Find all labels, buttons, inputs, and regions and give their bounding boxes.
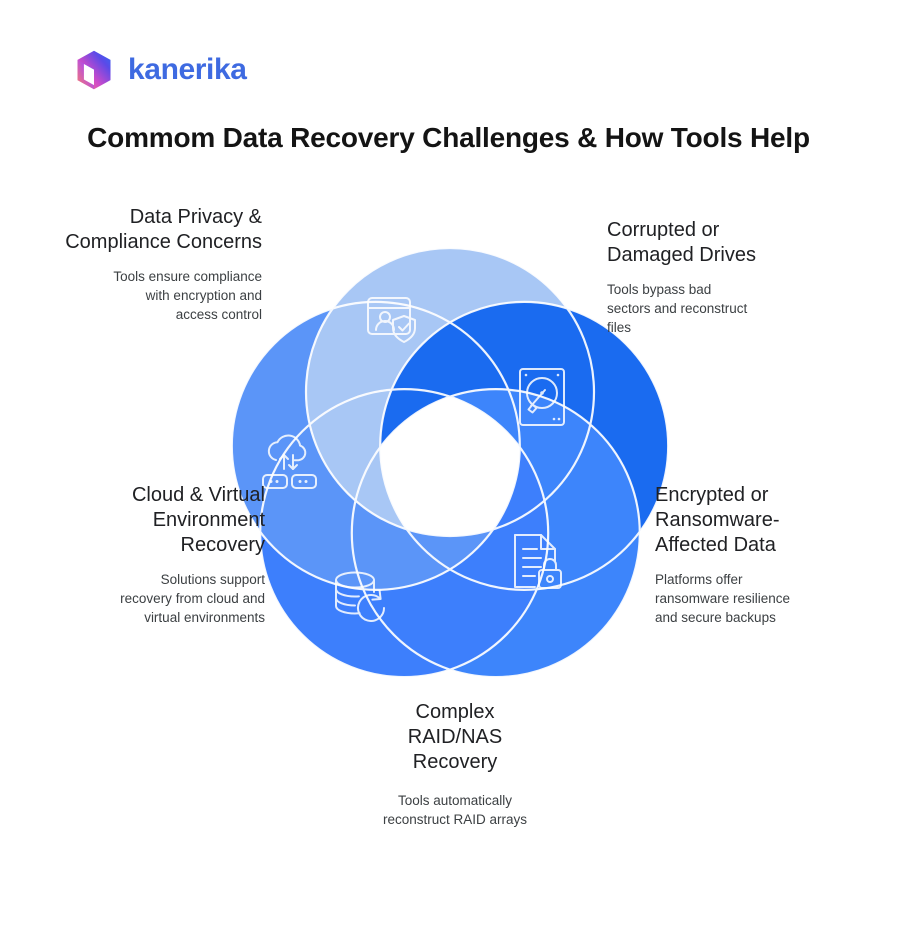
label-cloud-virtual: Cloud & Virtual Environment Recovery Sol…	[40, 483, 265, 627]
label-corrupted-drives: Corrupted or Damaged Drives Tools bypass…	[607, 218, 832, 337]
brand-logo: kanerika	[72, 48, 247, 92]
label-corrupted-drives-heading: Corrupted or Damaged Drives	[607, 219, 756, 266]
cloud-sync-servers-icon	[262, 434, 317, 489]
label-raid-nas: Complex RAID/NAS Recovery Tools automati…	[330, 700, 580, 829]
label-encrypted-ransomware: Encrypted or Ransomware- Affected Data P…	[655, 483, 885, 627]
brand-wordmark: kanerika	[128, 53, 247, 86]
label-cloud-virtual-heading: Cloud & Virtual Environment Recovery	[131, 484, 265, 556]
document-lock-icon	[514, 534, 562, 589]
label-cloud-virtual-description: Solutions support recovery from cloud an…	[120, 572, 265, 625]
page-title: Commom Data Recovery Challenges & How To…	[87, 122, 810, 153]
hard-disk-drive-icon	[519, 368, 565, 426]
label-data-privacy-heading: Data Privacy & Compliance Concerns	[65, 206, 262, 253]
label-raid-nas-heading: Complex RAID/NAS Recovery	[407, 701, 503, 773]
user-shield-window-icon	[367, 297, 416, 343]
cube-logo-icon	[77, 50, 111, 90]
label-data-privacy: Data Privacy & Compliance Concerns Tools…	[42, 205, 262, 324]
petal-cloud-virtual	[231, 301, 520, 590]
database-restore-icon	[335, 571, 385, 622]
label-raid-nas-description: Tools automatically reconstruct RAID arr…	[382, 793, 528, 827]
label-data-privacy-description: Tools ensure compliance with encryption …	[113, 269, 262, 322]
label-encrypted-ransomware-description: Platforms offer ransomware resilience an…	[655, 572, 791, 625]
pinwheel-diagram	[228, 248, 672, 692]
label-encrypted-ransomware-heading: Encrypted or Ransomware- Affected Data	[655, 484, 780, 556]
label-corrupted-drives-description: Tools bypass bad sectors and reconstruct…	[607, 282, 748, 335]
